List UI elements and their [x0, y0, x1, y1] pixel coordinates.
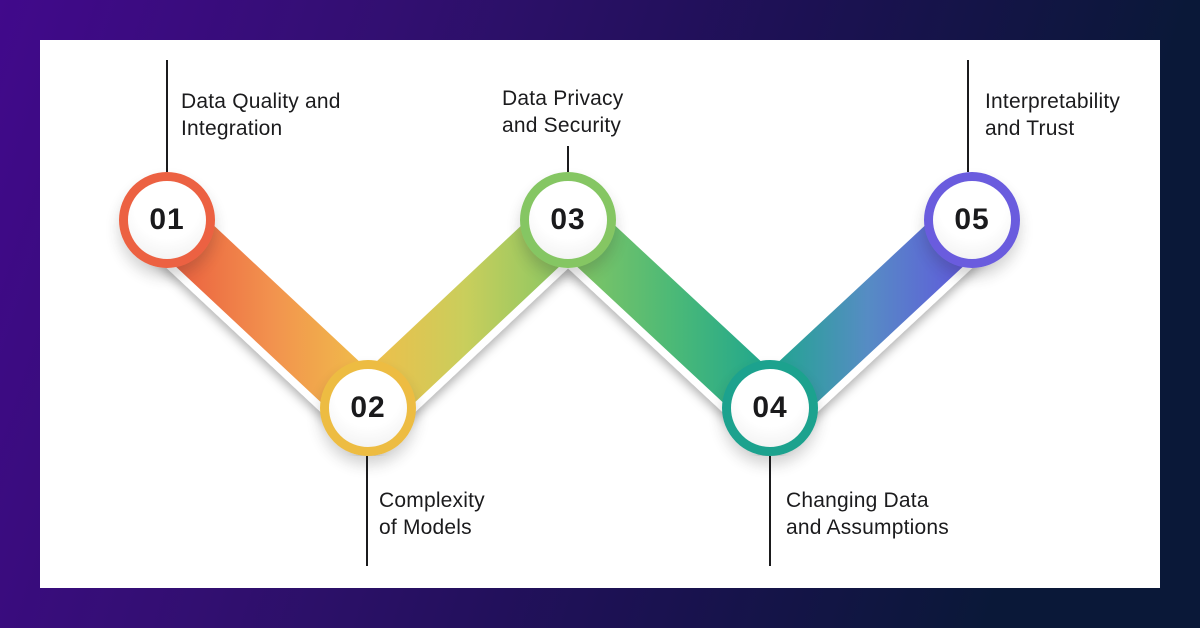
step-1-number: 01: [149, 203, 185, 236]
step-4-number: 04: [752, 391, 788, 424]
step-5-connector-line: [967, 60, 969, 172]
step-1-label: Data Quality and Integration: [181, 90, 341, 140]
step-3-connector-line: [567, 146, 569, 172]
step-5-number: 05: [954, 203, 990, 236]
step-4-circle: 04: [722, 360, 818, 456]
step-4-connector-line: [769, 456, 771, 566]
step-2-number: 02: [350, 391, 386, 424]
step-3-number: 03: [550, 203, 586, 236]
step-2-connector-line: [366, 456, 368, 566]
step-1-circle: 01: [119, 172, 215, 268]
step-2-label: Complexity of Models: [379, 489, 485, 539]
step-2-circle: 02: [320, 360, 416, 456]
step-5-label: Interpretability and Trust: [985, 90, 1121, 140]
step-3-label: Data Privacy and Security: [502, 87, 624, 137]
step-5-circle: 05: [924, 172, 1020, 268]
step-4-label: Changing Data and Assumptions: [786, 489, 949, 539]
step-1-connector-line: [166, 60, 168, 172]
step-3-circle: 03: [520, 172, 616, 268]
